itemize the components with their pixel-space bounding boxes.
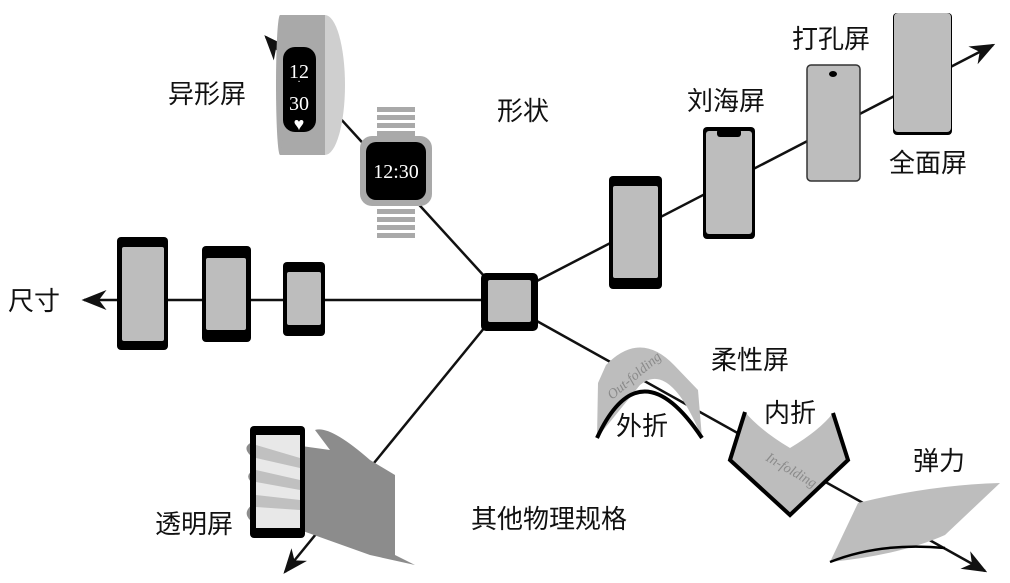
- label-fullscreen: 全面屏: [889, 149, 967, 179]
- heart-icon: ♥: [294, 114, 305, 134]
- band-minute: 30: [289, 93, 309, 115]
- center-screen: [481, 273, 538, 331]
- in-folding-screen: In-folding: [727, 411, 851, 518]
- fitness-band: 12 · 30 ♥: [276, 15, 345, 155]
- label-out-folding: 外折: [616, 412, 668, 442]
- phone-notch: [703, 127, 755, 239]
- label-notch: 刘海屏: [687, 87, 765, 117]
- watch-time: 12:30: [373, 161, 419, 183]
- phone-fullscreen: [893, 13, 952, 135]
- label-special-shaped: 异形屏: [168, 80, 246, 110]
- size-phone-medium: [202, 246, 251, 342]
- label-size: 尺寸: [8, 287, 60, 317]
- size-phone-small: [283, 262, 325, 336]
- phone-standard: [609, 176, 662, 289]
- out-folding-screen: Out-folding: [595, 347, 704, 440]
- label-elastic: 弹力: [913, 447, 965, 477]
- elastic-screen: [829, 483, 1000, 564]
- label-flexible: 柔性屏: [711, 346, 789, 376]
- label-in-folding: 内折: [764, 399, 816, 429]
- svg-text:·: ·: [297, 77, 300, 88]
- hand-with-transparent-phone: [246, 426, 415, 565]
- size-phone-large: [117, 237, 168, 350]
- label-transparent: 透明屏: [155, 510, 233, 540]
- band-hour: 12: [289, 61, 309, 83]
- smartwatch: 12:30: [360, 107, 432, 238]
- phone-punch-hole: [806, 64, 861, 182]
- label-other: 其他物理规格: [471, 505, 627, 535]
- label-shape: 形状: [497, 97, 549, 127]
- label-punch-hole: 打孔屏: [792, 25, 870, 55]
